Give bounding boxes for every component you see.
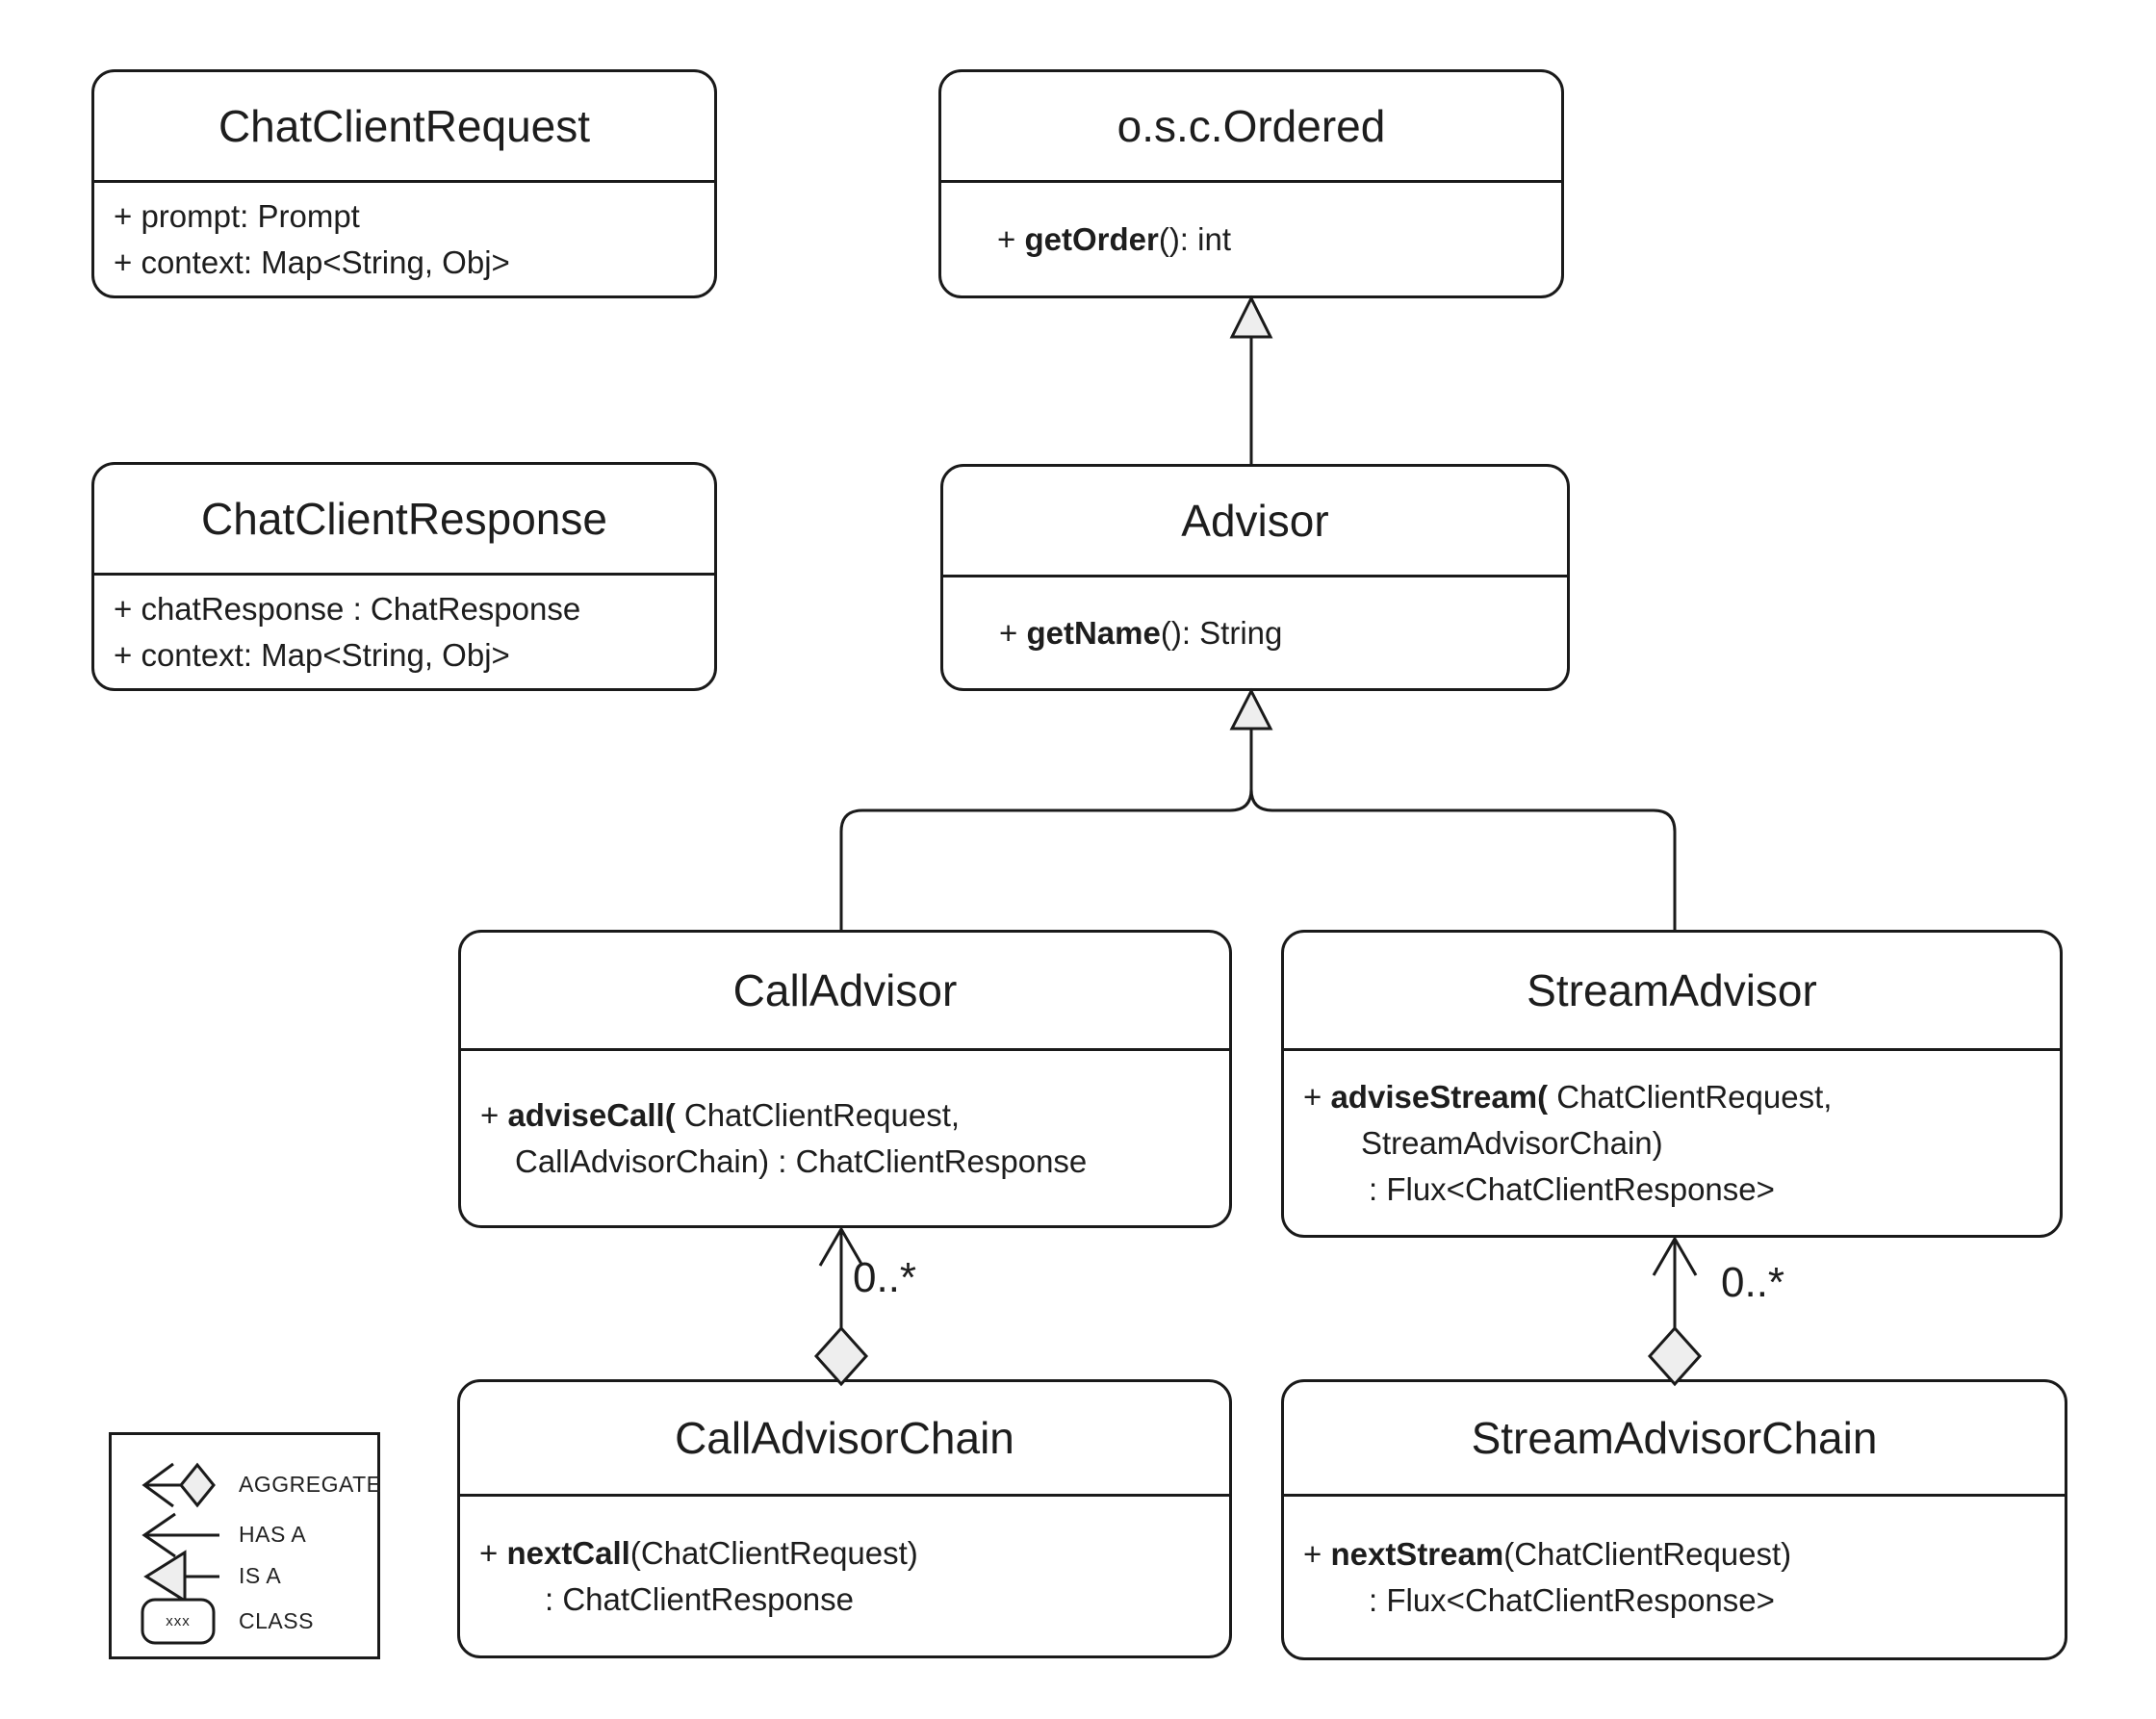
method-line: + nextStream(ChatClientRequest): [1284, 1531, 2065, 1578]
method-line: StreamAdvisorChain): [1284, 1120, 2060, 1167]
method-line: + getOrder(): int: [941, 217, 1561, 263]
member-text: ChatClientRequest,: [675, 1096, 961, 1133]
is-a-fork-right-branch: [1249, 788, 1677, 930]
legend-label-is-a: IS A: [239, 1562, 282, 1588]
aggregate-diamond-icon: [1647, 1325, 1703, 1387]
attribute-line: + chatResponse : ChatResponse: [94, 586, 714, 632]
aggregate-diamond-icon: [813, 1325, 869, 1387]
method-line: : ChatClientResponse: [460, 1577, 1229, 1623]
member-text: : ChatClientResponse: [545, 1580, 855, 1617]
class-title: StreamAdvisor: [1284, 933, 2060, 1051]
class-methods: + getOrder(): int: [941, 183, 1561, 295]
member-text: : Flux<ChatClientResponse>: [1369, 1581, 1775, 1618]
member-text: : Flux<ChatClientResponse>: [1369, 1170, 1775, 1207]
class-call-advisor-chain: CallAdvisorChain + nextCall(ChatClientRe…: [457, 1379, 1232, 1658]
member-bold: adviseStream(: [1330, 1078, 1549, 1115]
member-bold: getName: [1026, 614, 1161, 651]
has-a-arrow-icon: [1652, 1236, 1698, 1276]
class-call-advisor: CallAdvisor + adviseCall( ChatClientRequ…: [458, 930, 1232, 1228]
member-pre: +: [997, 220, 1025, 257]
method-line: : Flux<ChatClientResponse>: [1284, 1167, 2060, 1213]
class-stream-advisor-chain: StreamAdvisorChain + nextStream(ChatClie…: [1281, 1379, 2067, 1660]
member-text: CallAdvisorChain) : ChatClientResponse: [515, 1142, 1088, 1179]
class-advisor: Advisor + getName(): String: [940, 464, 1570, 691]
class-title: o.s.c.Ordered: [941, 72, 1561, 183]
class-methods: + adviseCall( ChatClientRequest, CallAdv…: [461, 1051, 1229, 1225]
attribute-line: + prompt: Prompt: [94, 193, 714, 240]
member-bold: nextStream: [1330, 1535, 1504, 1572]
class-title: StreamAdvisorChain: [1284, 1382, 2065, 1497]
class-attributes: + chatResponse : ChatResponse + context:…: [94, 576, 714, 688]
member-text: StreamAdvisorChain): [1361, 1124, 1663, 1161]
member-text: (): String: [1160, 614, 1283, 651]
class-title: CallAdvisorChain: [460, 1382, 1229, 1497]
member-bold: adviseCall(: [507, 1096, 676, 1133]
member-pre: +: [1303, 1078, 1331, 1115]
legend-label-has-a: HAS A: [239, 1521, 307, 1547]
class-title: ChatClientRequest: [94, 72, 714, 183]
method-line: CallAdvisorChain) : ChatClientResponse: [461, 1139, 1229, 1185]
class-title: CallAdvisor: [461, 933, 1229, 1051]
class-title: Advisor: [943, 467, 1567, 577]
method-line: : Flux<ChatClientResponse>: [1284, 1578, 2065, 1624]
class-stream-advisor: StreamAdvisor + adviseStream( ChatClient…: [1281, 930, 2063, 1238]
class-chat-client-response: ChatClientResponse + chatResponse : Chat…: [91, 462, 717, 691]
is-a-triangle-icon: [1229, 295, 1273, 339]
is-a-triangle-icon: [1229, 687, 1273, 731]
class-attributes: + prompt: Prompt + context: Map<String, …: [94, 183, 714, 295]
member-pre: +: [480, 1096, 508, 1133]
member-text: ChatClientRequest,: [1548, 1078, 1833, 1115]
member-pre: +: [1303, 1535, 1331, 1572]
member-text: (ChatClientRequest): [1503, 1535, 1792, 1572]
method-line: + getName(): String: [943, 610, 1567, 656]
member-bold: getOrder: [1024, 220, 1159, 257]
class-methods: + adviseStream( ChatClientRequest, Strea…: [1284, 1051, 2060, 1235]
member-text: + prompt: Prompt: [114, 197, 360, 234]
multiplicity-label-stream: 0..*: [1721, 1259, 1785, 1306]
attribute-line: + context: Map<String, Obj>: [94, 632, 714, 679]
member-pre: +: [999, 614, 1027, 651]
class-title: ChatClientResponse: [94, 465, 714, 576]
class-methods: + getName(): String: [943, 577, 1567, 688]
legend-class-sample: xxx: [166, 1613, 191, 1629]
member-pre: +: [479, 1534, 507, 1571]
class-methods: + nextCall(ChatClientRequest) : ChatClie…: [460, 1497, 1229, 1655]
member-text: (): int: [1158, 220, 1231, 257]
multiplicity-label-call: 0..*: [853, 1254, 917, 1301]
member-text: + context: Map<String, Obj>: [114, 636, 510, 673]
member-bold: nextCall: [506, 1534, 630, 1571]
class-osc-ordered: o.s.c.Ordered + getOrder(): int: [938, 69, 1564, 298]
legend-label-class: CLASS: [239, 1607, 314, 1633]
legend-label-aggregate: AGGREGATE: [239, 1471, 382, 1497]
member-text: (ChatClientRequest): [629, 1534, 918, 1571]
method-line: + adviseStream( ChatClientRequest,: [1284, 1074, 2060, 1120]
class-methods: + nextStream(ChatClientRequest) : Flux<C…: [1284, 1497, 2065, 1657]
method-line: + adviseCall( ChatClientRequest,: [461, 1092, 1229, 1139]
is-a-fork-left-branch: [839, 788, 1253, 930]
attribute-line: + context: Map<String, Obj>: [94, 240, 714, 286]
member-text: + context: Map<String, Obj>: [114, 244, 510, 280]
class-chat-client-request: ChatClientRequest + prompt: Prompt + con…: [91, 69, 717, 298]
member-text: + chatResponse : ChatResponse: [114, 590, 581, 627]
method-line: + nextCall(ChatClientRequest): [460, 1530, 1229, 1577]
